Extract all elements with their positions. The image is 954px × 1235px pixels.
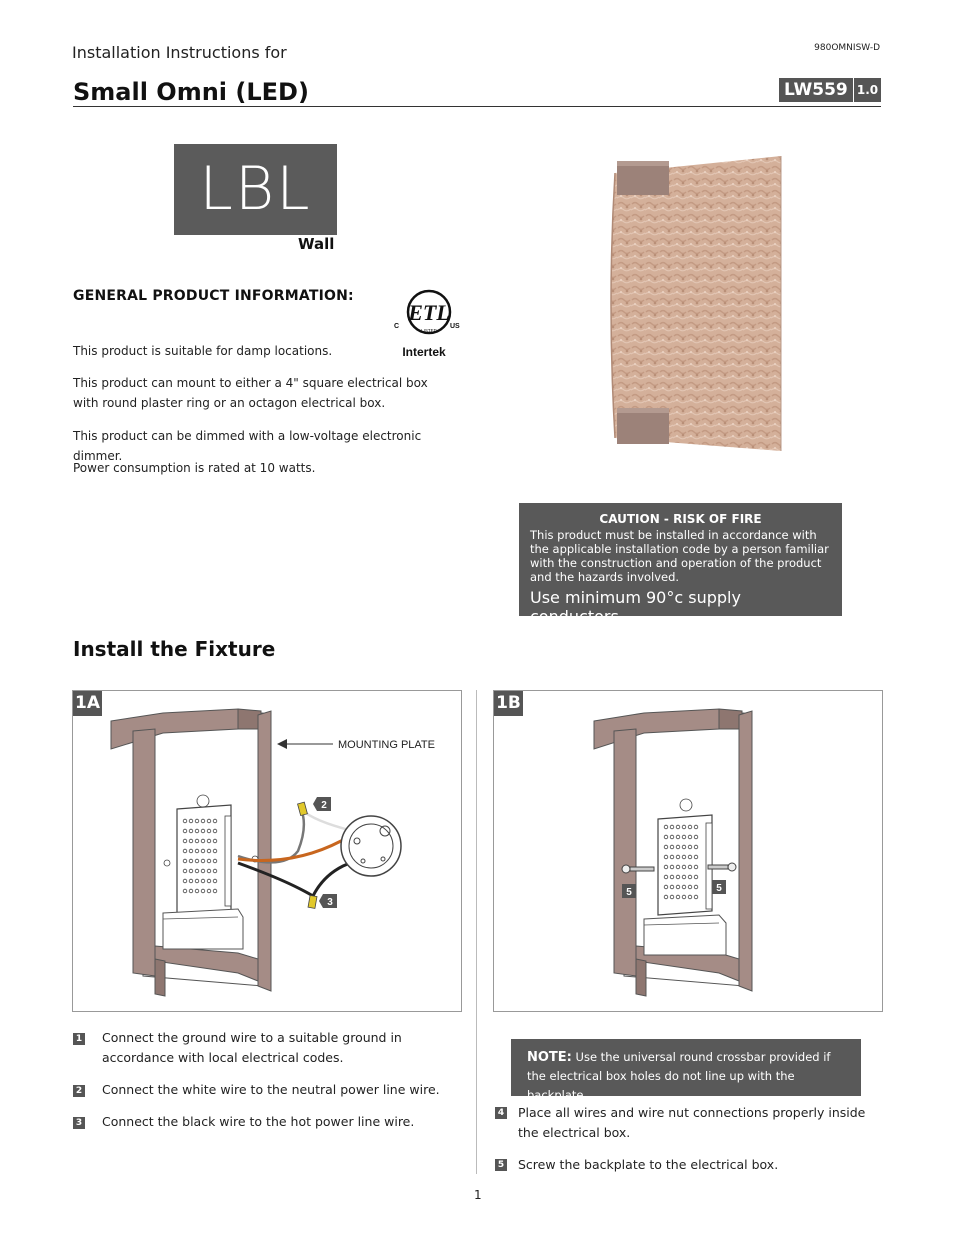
etl-text: ETL xyxy=(407,300,450,325)
label-5-left: 5 xyxy=(626,887,632,898)
step-number-4: 4 xyxy=(495,1107,507,1119)
panel-tag-1a: 1A xyxy=(73,691,102,716)
info-paragraph-2: This product can mount to either a 4" sq… xyxy=(73,376,428,410)
version-badge: 1.0 xyxy=(854,78,881,102)
step-number-2: 2 xyxy=(73,1085,85,1097)
note-box: NOTE: Use the universal round crossbar p… xyxy=(511,1039,861,1102)
document-code: 980OMNISW-D xyxy=(814,43,880,53)
step-number-1: 1 xyxy=(73,1033,85,1045)
caution-footer: Use minimum 90°c supply conductors. xyxy=(530,588,741,626)
product-photo xyxy=(603,153,785,453)
step-number-5: 5 xyxy=(495,1159,507,1171)
title-divider xyxy=(73,106,881,107)
etl-c-text: C xyxy=(394,323,399,330)
label-3: 3 xyxy=(327,897,333,908)
column-divider xyxy=(476,690,477,1174)
step-text-4: Place all wires and wire nut connections… xyxy=(518,1105,866,1140)
model-badge: LW559 xyxy=(779,78,853,102)
backplate-wiring-diagram: MOUNTING PLATE 2 3 xyxy=(110,708,435,997)
intertek-text: Intertek xyxy=(402,345,446,359)
caution-body: This product must be installed in accord… xyxy=(530,528,829,584)
step-text-3: Connect the black wire to the hot power … xyxy=(102,1114,415,1129)
diagram-panel-1b: 1B 5 5 xyxy=(493,690,883,1012)
brand-logo: LBL xyxy=(174,144,337,235)
header-subtitle: Installation Instructions for xyxy=(72,43,287,62)
info-paragraph-1: This product is suitable for damp locati… xyxy=(73,344,333,358)
step-text-1: Connect the ground wire to a suitable gr… xyxy=(102,1030,402,1065)
note-text: Use the universal round crossbar provide… xyxy=(527,1050,831,1102)
etl-listed-mark: ETL LISTED C US Intertek xyxy=(392,288,462,364)
note-label: NOTE: xyxy=(527,1050,572,1065)
install-heading: Install the Fixture xyxy=(73,637,276,661)
etl-us-text: US xyxy=(450,323,460,330)
step-text-5: Screw the backplate to the electrical bo… xyxy=(518,1157,779,1172)
caution-title: CAUTION - RISK OF FIRE xyxy=(599,512,762,526)
info-paragraph-3: This product can be dimmed with a low-vo… xyxy=(73,429,422,463)
general-info-heading: GENERAL PRODUCT INFORMATION: xyxy=(73,288,354,304)
page-number: 1 xyxy=(474,1188,482,1202)
step-number-3: 3 xyxy=(73,1117,85,1129)
diagram-panel-1a: 1A xyxy=(72,690,462,1012)
callout-mounting-plate: MOUNTING PLATE xyxy=(338,739,435,751)
step-text-2: Connect the white wire to the neutral po… xyxy=(102,1082,440,1097)
page-title: Small Omni (LED) xyxy=(73,78,309,106)
info-paragraph-4: Power consumption is rated at 10 watts. xyxy=(73,461,316,475)
caution-box: CAUTION - RISK OF FIRE This product must… xyxy=(519,503,842,626)
label-5-right: 5 xyxy=(716,883,722,894)
label-2: 2 xyxy=(321,800,327,811)
panel-tag-1b: 1B xyxy=(494,691,523,716)
backplate-mounting-diagram: 5 5 xyxy=(593,708,753,997)
etl-listed-text: LISTED xyxy=(421,328,438,333)
brand-logo-sub: Wall xyxy=(298,235,335,253)
